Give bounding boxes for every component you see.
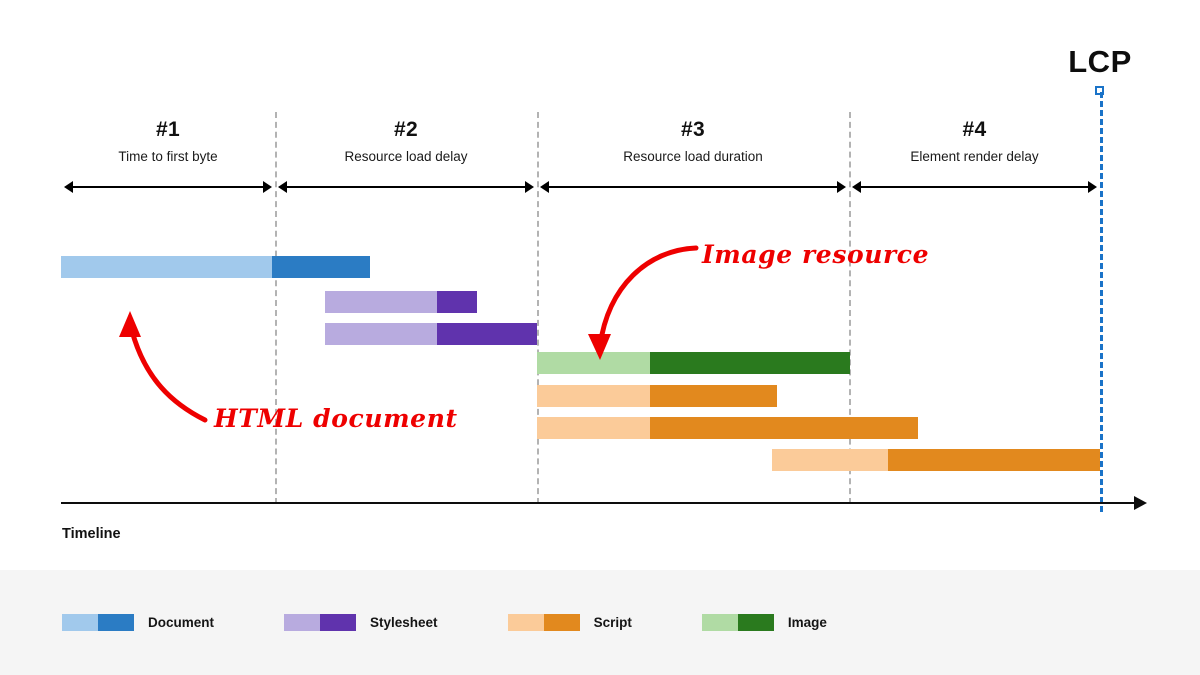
- timeline-axis: [61, 502, 1136, 504]
- legend-swatch: [507, 614, 580, 631]
- arrow-shaft: [284, 186, 528, 188]
- phase-measure-arrow-2: [278, 181, 534, 193]
- phase-divider-2: [537, 112, 539, 504]
- phase-measure-arrow-4: [852, 181, 1097, 193]
- legend-item-image[interactable]: Image: [701, 614, 827, 631]
- bar-segment-download: [650, 417, 918, 439]
- timeline-axis-label: Timeline: [62, 526, 121, 542]
- phase-name: Resource load delay: [344, 149, 468, 164]
- bar-segment-download: [650, 385, 777, 407]
- legend: Document Stylesheet Script Image: [62, 614, 897, 631]
- resource-bar-script[interactable]: [772, 449, 1100, 471]
- annotation-image-resource: Image resource: [702, 240, 930, 269]
- bar-segment-wait: [537, 352, 650, 374]
- resource-bar-image[interactable]: [537, 352, 850, 374]
- legend-swatch: [62, 614, 134, 631]
- legend-swatch-dark: [320, 614, 357, 631]
- phase-divider-1: [275, 112, 277, 504]
- arrow-left-icon: [852, 181, 861, 193]
- legend-swatch-light: [507, 614, 544, 631]
- phase-measure-arrow-3: [540, 181, 846, 193]
- phase-number: #3: [681, 118, 705, 141]
- resource-bar-stylesheet[interactable]: [325, 323, 537, 345]
- legend-item-document[interactable]: Document: [62, 614, 214, 631]
- phase-name: Resource load duration: [623, 149, 763, 164]
- timeline-axis-arrow-icon: [1134, 496, 1147, 510]
- legend-label: Script: [593, 615, 632, 630]
- arrow-left-icon: [540, 181, 549, 193]
- resource-bar-script[interactable]: [537, 417, 918, 439]
- arrow-right-icon: [263, 181, 272, 193]
- phase-number: #4: [962, 118, 987, 141]
- arrow-shaft: [858, 186, 1091, 188]
- legend-swatch-dark: [737, 614, 774, 631]
- phase-number: #1: [156, 118, 180, 141]
- legend-label: Image: [787, 615, 827, 630]
- phase-measure-arrow-1: [64, 181, 272, 193]
- legend-item-stylesheet[interactable]: Stylesheet: [284, 614, 438, 631]
- bar-segment-wait: [537, 385, 650, 407]
- bar-segment-wait: [537, 417, 650, 439]
- legend-swatch-light: [701, 614, 738, 631]
- bar-segment-download: [437, 291, 477, 313]
- annotation-html-document: HTML document: [214, 404, 458, 433]
- legend-swatch-light: [62, 614, 98, 631]
- bar-segment-download: [650, 352, 850, 374]
- arrow-right-icon: [1088, 181, 1097, 193]
- resource-bar-stylesheet[interactable]: [325, 291, 477, 313]
- arrow-left-icon: [278, 181, 287, 193]
- image-resource-arrow-icon: [588, 245, 699, 360]
- legend-swatch-light: [284, 614, 321, 631]
- legend-strip: Document Stylesheet Script Image: [0, 570, 1200, 675]
- legend-label: Document: [148, 615, 215, 630]
- bar-segment-download: [888, 449, 1100, 471]
- bar-segment-download: [272, 256, 370, 278]
- legend-swatch-dark: [543, 614, 580, 631]
- bar-segment-download: [437, 323, 537, 345]
- legend-swatch: [701, 614, 774, 631]
- arrow-shaft: [70, 186, 266, 188]
- phase-number: #2: [394, 118, 418, 141]
- arrow-right-icon: [525, 181, 534, 193]
- legend-label: Stylesheet: [370, 615, 438, 630]
- phase-divider-3: [849, 112, 851, 504]
- lcp-marker-cap: [1095, 86, 1104, 95]
- phase-name: Element render delay: [910, 149, 1039, 164]
- bar-segment-wait: [325, 323, 437, 345]
- arrow-left-icon: [64, 181, 73, 193]
- bar-segment-wait: [61, 256, 272, 278]
- bar-segment-wait: [772, 449, 888, 471]
- html-document-arrow-icon: [119, 311, 208, 423]
- arrow-shaft: [546, 186, 840, 188]
- lcp-label: LCP: [1068, 44, 1132, 79]
- resource-bar-document[interactable]: [61, 256, 370, 278]
- arrow-right-icon: [837, 181, 846, 193]
- legend-item-script[interactable]: Script: [507, 614, 632, 631]
- legend-swatch-dark: [98, 614, 134, 631]
- legend-swatch: [284, 614, 357, 631]
- lcp-marker-line: [1100, 92, 1103, 512]
- bar-segment-wait: [325, 291, 437, 313]
- phase-name: Time to first byte: [118, 149, 218, 164]
- resource-bar-script[interactable]: [537, 385, 777, 407]
